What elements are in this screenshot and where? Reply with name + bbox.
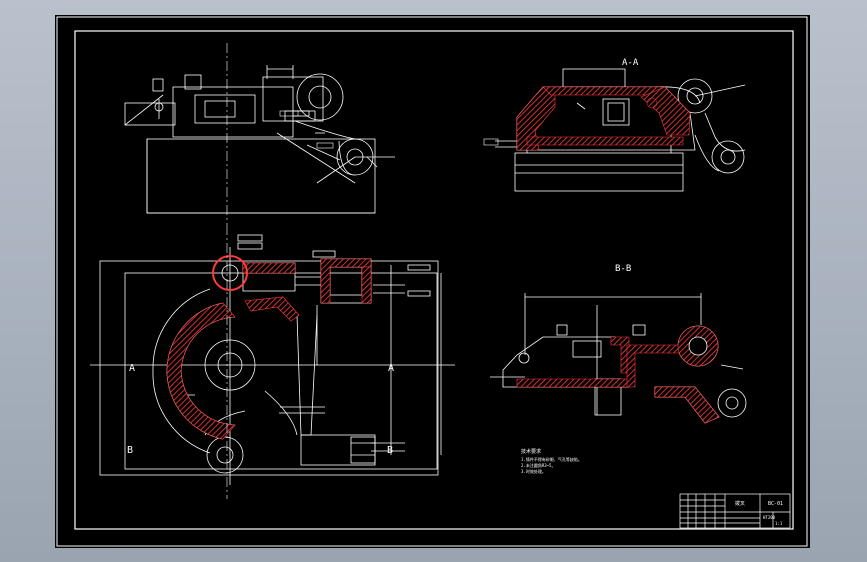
notes-line-3: 3.时效处理。 [521, 468, 546, 474]
front-view-hatch-fork-2 [361, 266, 372, 304]
notes-heading: 技术要求 [521, 448, 541, 455]
section-bb-hatch-center [626, 344, 680, 388]
cut-plane-a-left: A [129, 363, 135, 374]
top-view-dim-tag [279, 110, 299, 117]
cut-plane-a-right: A [388, 363, 394, 374]
cut-plane-b-right: B [387, 445, 393, 456]
notes-line-1: 1.铸件不得有砂眼、气孔等缺陷。 [521, 456, 582, 462]
title-scale: 1:1 [775, 521, 783, 526]
section-bb-label: B-B [615, 264, 631, 274]
front-view-hatch-upper [244, 296, 300, 322]
technical-notes: 技术要求 1.铸件不得有砂眼、气孔等缺陷。 2.未注圆角R3~5。 3.时效处理… [521, 448, 582, 474]
front-view-hatch-fork [320, 258, 372, 304]
section-bb-hatch-arm [654, 386, 720, 424]
front-view-hatch-top-boss [242, 262, 296, 274]
outer-border [56, 16, 808, 547]
top-view-left [124, 65, 395, 214]
inner-border [74, 30, 794, 530]
title-drawing-number: BC-01 [768, 501, 783, 507]
section-aa-hatch-bottom [526, 136, 684, 146]
section-bb-hatch-base [516, 378, 630, 388]
section-aa-boss-hatch [646, 97, 658, 109]
section-aa-tag [483, 138, 499, 146]
section-aa-label: A-A [622, 58, 639, 68]
front-view-hatch-arm [166, 302, 236, 440]
top-view-dim-tag-2 [316, 142, 334, 149]
title-material: HT200 [763, 515, 776, 520]
front-view-top-boss-hatch [212, 255, 248, 291]
section-aa-hatch-right [640, 86, 691, 136]
cut-plane-b-left: B [127, 445, 133, 456]
notes-line-2: 2.未注圆角R3~5。 [521, 462, 555, 468]
title-block [679, 493, 791, 529]
section-bb-hub-hole [688, 336, 708, 356]
title-part-name: 拨叉 [735, 500, 745, 507]
section-bb-hatch-boss [610, 336, 630, 374]
cad-drawing-viewport[interactable]: A-A [55, 15, 810, 548]
